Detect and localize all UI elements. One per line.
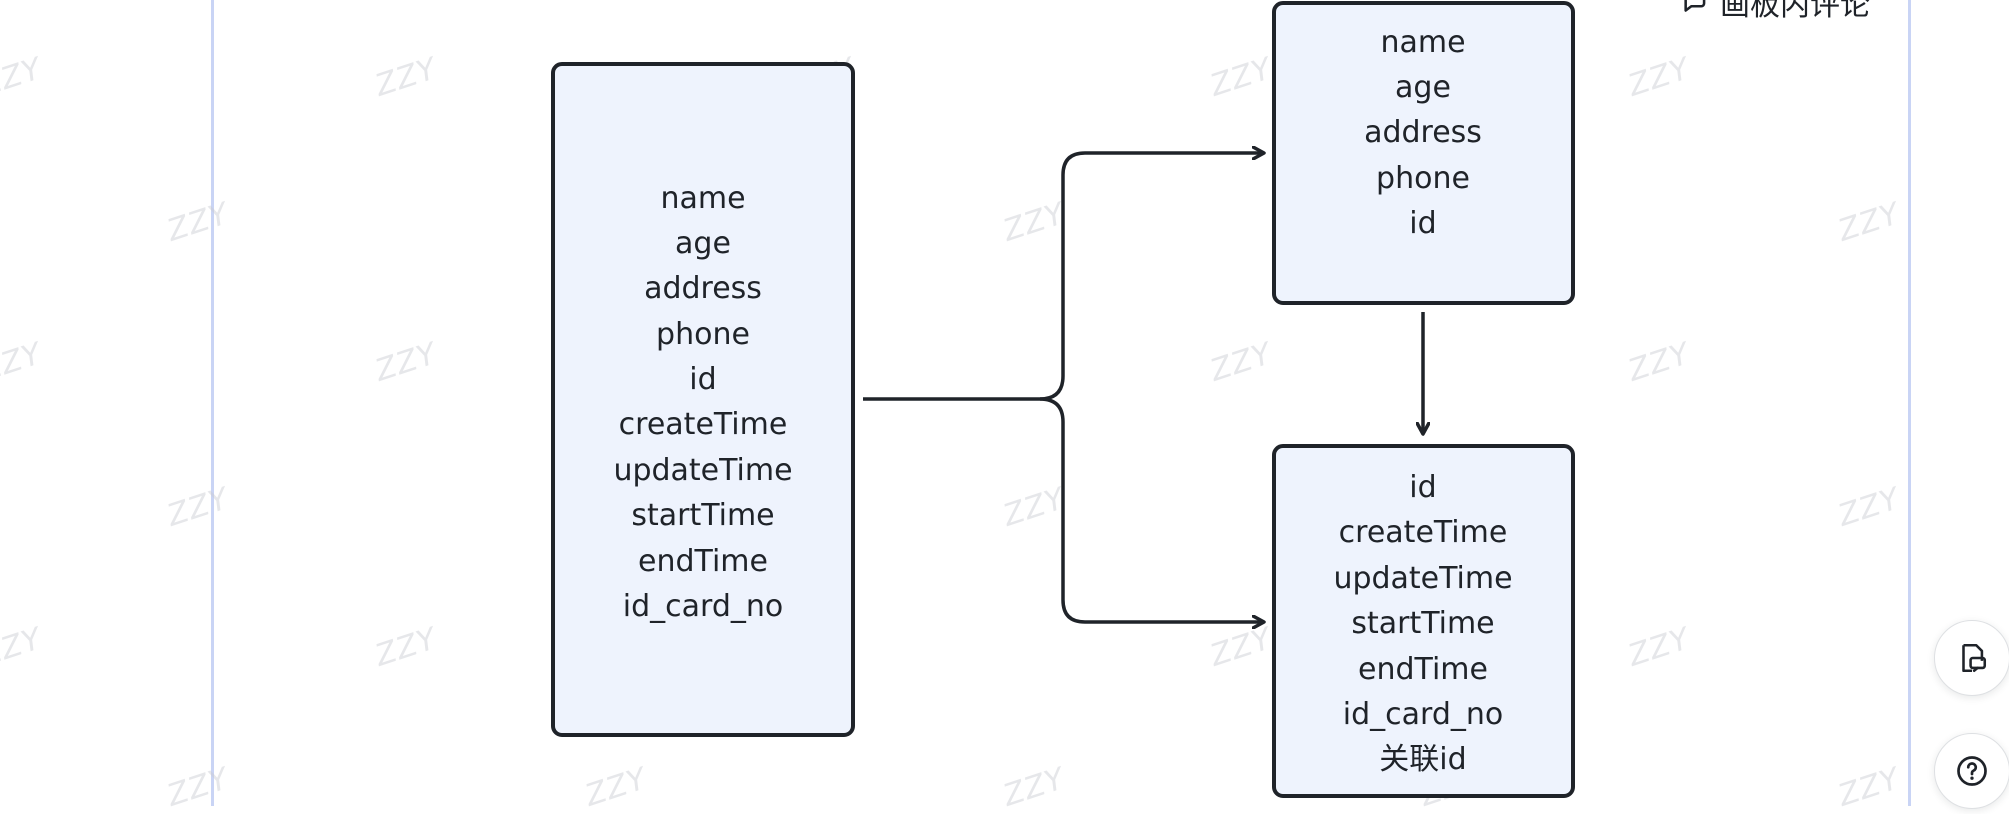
field-label: endTime — [1358, 652, 1488, 687]
field-label: updateTime — [1333, 561, 1512, 596]
comment-plus-icon — [1680, 0, 1714, 19]
field-label: createTime — [619, 407, 788, 442]
field-label: id — [689, 362, 716, 397]
node-basic-info-table-shape[interactable] — [1272, 1, 1575, 305]
field-label: age — [675, 226, 731, 261]
node-detail-table[interactable]: id createTime updateTime startTime endTi… — [1272, 444, 1575, 798]
field-label: address — [644, 271, 762, 306]
board-right-edge — [1908, 0, 1911, 806]
field-label: endTime — [638, 544, 768, 579]
connector-to-basic-info[interactable] — [863, 153, 1264, 401]
help-circle-icon — [1954, 753, 1990, 789]
field-label: phone — [656, 317, 750, 352]
field-label: startTime — [631, 498, 774, 533]
export-button[interactable] — [1934, 620, 2009, 696]
field-label: phone — [1376, 161, 1470, 196]
field-label: startTime — [1351, 606, 1494, 641]
node-detail-table-shape[interactable] — [1272, 444, 1575, 798]
field-label: createTime — [1339, 515, 1508, 550]
field-label: id_card_no — [623, 589, 783, 624]
node-source-table[interactable]: name age address phone id createTime upd… — [551, 62, 855, 737]
field-label: name — [660, 181, 745, 216]
connector-to-detail[interactable] — [1039, 397, 1264, 622]
field-label: name — [1380, 25, 1465, 60]
field-label: updateTime — [613, 453, 792, 488]
field-label: id — [1409, 470, 1436, 505]
field-label: age — [1395, 70, 1451, 105]
node-basic-info-table[interactable]: name age address phone id — [1272, 1, 1575, 305]
help-button[interactable] — [1934, 733, 2009, 809]
board-comment-label: 画板内评论 — [1720, 0, 1870, 23]
field-label: address — [1364, 115, 1482, 150]
board-left-edge — [211, 0, 214, 806]
field-label: 关联id — [1379, 742, 1466, 777]
board-comment-button[interactable]: 画板内评论 — [1680, 0, 1870, 23]
field-label: id — [1409, 206, 1436, 241]
node-source-table-shape[interactable] — [551, 62, 855, 737]
export-document-icon — [1955, 641, 1989, 675]
field-label: id_card_no — [1343, 697, 1503, 732]
